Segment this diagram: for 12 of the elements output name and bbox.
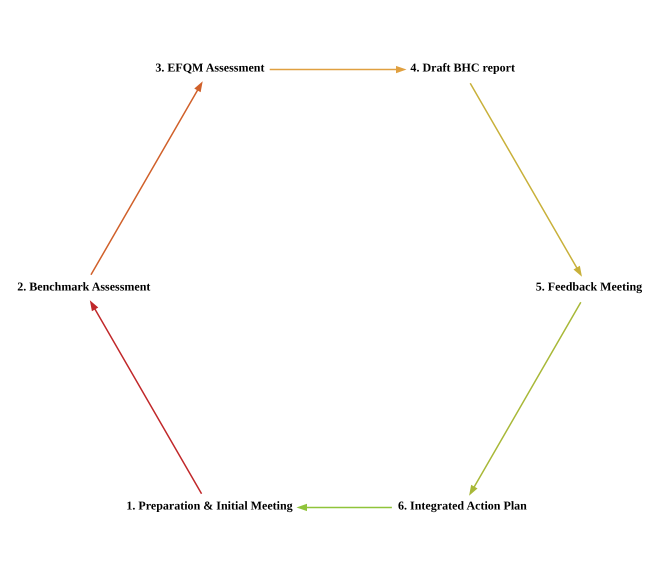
node-text: 2. Benchmark Assessment	[17, 279, 150, 294]
node-text: 4. Draft BHC report	[410, 60, 515, 74]
arrow	[270, 65, 407, 73]
node-text: 5. Feedback Meeting	[536, 279, 642, 294]
arrow	[90, 300, 202, 494]
node-text: 1. Preparation & Initial Meeting	[126, 498, 293, 512]
arrow	[296, 503, 392, 511]
arrow	[470, 82, 582, 276]
node-text: 6. Integrated Action Plan	[398, 498, 527, 512]
arrow	[90, 80, 203, 275]
node-text: 3. EFQM Assessment	[155, 60, 264, 74]
arrow	[469, 301, 582, 496]
